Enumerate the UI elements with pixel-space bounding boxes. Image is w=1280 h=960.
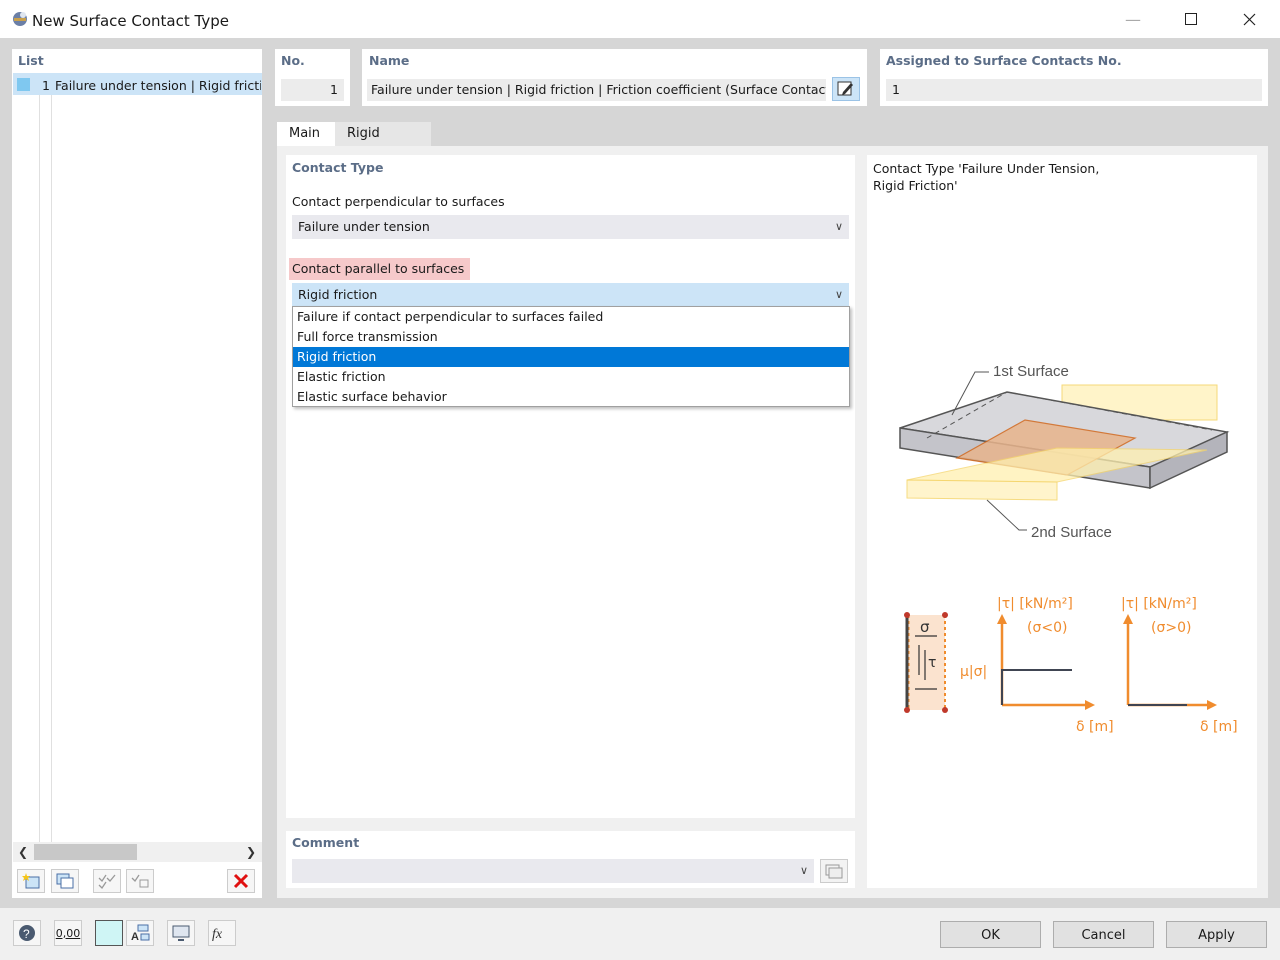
graph1-level-label: μ|σ| [960, 664, 987, 680]
tab-rigid-friction[interactable]: Rigid Friction [335, 122, 431, 165]
chevron-down-icon: ∨ [834, 288, 843, 301]
surface1-label: 1st Surface [993, 363, 1069, 380]
function-icon: fx [212, 927, 223, 942]
comment-label: Comment [292, 835, 360, 850]
contact-illustration: 1st Surface 2nd Surface σ τ |τ| [kN/m²] … [899, 363, 1238, 735]
graph1-condition: (σ<0) [1027, 620, 1067, 636]
monitor-icon [172, 925, 190, 941]
graph2-axis-label: |τ| [kN/m²] [1121, 596, 1197, 612]
checkmarks-icon [98, 874, 116, 890]
units-value: 0,00 [55, 926, 81, 940]
scroll-left-icon[interactable]: ❮ [17, 845, 29, 859]
parallel-options-list: Failure if contact perpendicular to surf… [292, 306, 850, 407]
chevron-down-icon: ∨ [799, 864, 808, 877]
option-rigid-friction[interactable]: Rigid friction [293, 347, 849, 367]
assigned-label: Assigned to Surface Contacts No. [886, 53, 1122, 68]
perpendicular-dropdown[interactable]: Failure under tension ∨ [292, 215, 849, 239]
assigned-field[interactable]: 1 [886, 79, 1262, 101]
color-swatch [17, 78, 30, 91]
font-icon: A [131, 924, 150, 942]
list-item-number: 1 [42, 78, 50, 93]
graph2-condition: (σ>0) [1151, 620, 1191, 636]
perpendicular-label: Contact perpendicular to surfaces [292, 194, 505, 209]
cancel-button[interactable]: Cancel [1053, 921, 1154, 948]
tree-guide [51, 95, 52, 842]
preview-title-line1: Contact Type 'Failure Under Tension, [873, 161, 1100, 176]
number-label: No. [281, 53, 305, 68]
preview-title-line2: Rigid Friction' [873, 178, 958, 193]
scroll-right-icon[interactable]: ❯ [245, 845, 257, 859]
delete-icon [233, 873, 249, 889]
comment-input[interactable]: ∨ [292, 859, 814, 883]
formula-button[interactable]: fx [208, 920, 236, 946]
graph1-axis-label: |τ| [kN/m²] [997, 596, 1073, 612]
parallel-label: Contact parallel to surfaces [289, 258, 470, 280]
window-title: New Surface Contact Type [32, 12, 229, 30]
help-button[interactable]: ? [13, 920, 41, 946]
edit-icon [837, 81, 853, 96]
renumber-icon [131, 874, 149, 888]
svg-text:A: A [131, 931, 139, 942]
ok-button[interactable]: OK [940, 921, 1041, 948]
chevron-down-icon: ∨ [834, 220, 843, 233]
minimize-button[interactable]: — [1125, 9, 1141, 29]
svg-text:?: ? [23, 927, 30, 941]
svg-text:fx: fx [212, 927, 223, 942]
copy-icon [56, 873, 74, 889]
renumber-button[interactable] [126, 869, 154, 893]
number-field[interactable]: 1 [281, 79, 344, 101]
scrollbar-thumb[interactable] [34, 844, 137, 860]
library-icon [825, 864, 843, 879]
tree-guide [39, 95, 40, 842]
copy-item-button[interactable] [51, 869, 79, 893]
apply-button[interactable]: Apply [1166, 921, 1267, 948]
app-icon [10, 9, 30, 29]
new-item-button[interactable] [17, 869, 45, 893]
option-elastic-friction[interactable]: Elastic friction [297, 369, 386, 384]
color-button[interactable] [95, 920, 123, 946]
comment-library-button[interactable] [820, 859, 848, 883]
list-item[interactable] [13, 73, 262, 95]
tau-symbol: τ [928, 655, 936, 671]
tab-main[interactable]: Main [277, 122, 335, 146]
delete-button[interactable] [227, 869, 255, 893]
graph1-x-label: δ [m] [1076, 719, 1114, 735]
contact-type-header: Contact Type [292, 160, 384, 175]
view-button[interactable] [167, 920, 195, 946]
parallel-value: Rigid friction [298, 287, 378, 302]
title-bar [0, 0, 1280, 38]
list-header: List [18, 53, 44, 68]
maximize-button[interactable] [1162, 0, 1220, 38]
name-label: Name [369, 53, 410, 68]
edit-name-button[interactable] [832, 77, 860, 101]
help-icon: ? [19, 925, 35, 941]
surface2-label: 2nd Surface [1031, 524, 1112, 541]
parallel-dropdown[interactable]: Rigid friction ∨ [292, 283, 849, 307]
text-format-button[interactable]: A [126, 920, 154, 946]
close-button[interactable] [1220, 0, 1278, 38]
check-items-button[interactable] [93, 869, 121, 893]
graph2-x-label: δ [m] [1200, 719, 1238, 735]
option-full-force[interactable]: Full force transmission [297, 329, 438, 344]
units-button[interactable]: 0,00 [54, 920, 82, 946]
preview-panel [867, 155, 1257, 888]
option-elastic-surface[interactable]: Elastic surface behavior [297, 389, 447, 404]
sigma-symbol: σ [920, 618, 930, 636]
option-failure[interactable]: Failure if contact perpendicular to surf… [297, 309, 604, 324]
perpendicular-value: Failure under tension [298, 219, 430, 234]
list-item-label: Failure under tension | Rigid friction [55, 78, 261, 93]
name-field[interactable]: Failure under tension | Rigid friction |… [367, 79, 826, 101]
contact-type-panel [286, 155, 855, 818]
new-item-icon [22, 873, 40, 889]
list-panel [12, 49, 262, 898]
